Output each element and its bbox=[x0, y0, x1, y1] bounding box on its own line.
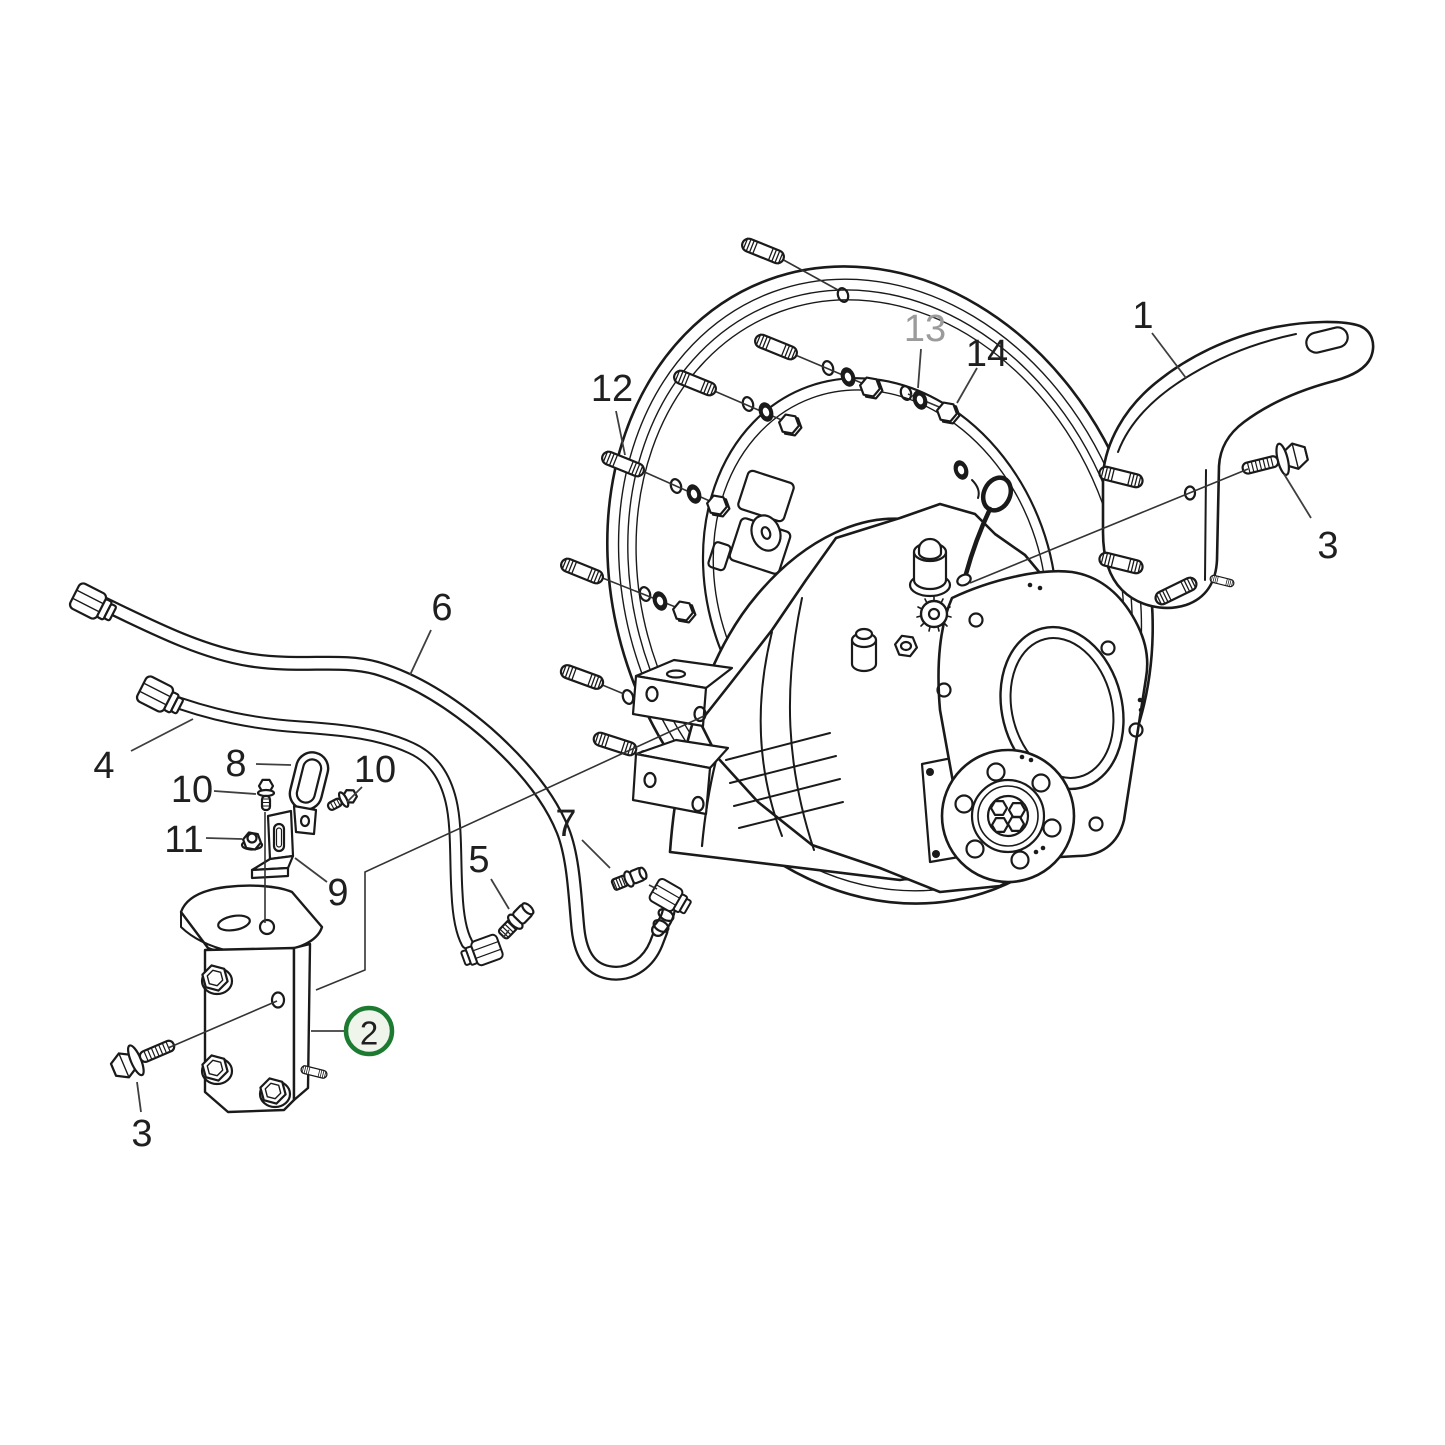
callout-7-leader bbox=[581, 839, 611, 869]
callout-3a[interactable]: 3 bbox=[1283, 473, 1339, 567]
callout-6-leader bbox=[409, 629, 432, 676]
fitting-5 bbox=[497, 902, 535, 940]
bracket-1 bbox=[1096, 320, 1375, 610]
callout-13[interactable]: 13 bbox=[904, 308, 946, 389]
callout-5-leader bbox=[490, 878, 510, 910]
callout-3a-label[interactable]: 3 bbox=[1317, 525, 1338, 567]
alignment-line bbox=[599, 683, 625, 695]
alignment-line bbox=[779, 257, 839, 291]
callout-14-label[interactable]: 14 bbox=[966, 333, 1008, 375]
callout-10a-label[interactable]: 10 bbox=[171, 769, 213, 811]
bracket-9 bbox=[250, 809, 295, 880]
callout-7[interactable]: 7 bbox=[555, 803, 611, 869]
callout-12[interactable]: 12 bbox=[591, 368, 633, 456]
plug-7 bbox=[610, 866, 648, 891]
callout-1-leader bbox=[1151, 332, 1187, 379]
hose-6-elbow-fitting bbox=[647, 876, 696, 937]
hose-6 bbox=[67, 580, 696, 981]
hose-4 bbox=[134, 673, 505, 972]
callout-6[interactable]: 6 bbox=[409, 587, 453, 676]
callout-3a-leader bbox=[1283, 473, 1312, 519]
highlight-circle bbox=[343, 1005, 395, 1057]
callout-9[interactable]: 9 bbox=[294, 857, 349, 914]
bracket-2 bbox=[179, 884, 329, 1114]
assembly-line bbox=[648, 884, 658, 890]
callout-1-label[interactable]: 1 bbox=[1132, 295, 1153, 337]
callout-6-label[interactable]: 6 bbox=[431, 587, 452, 629]
callout-7-label[interactable]: 7 bbox=[555, 803, 576, 845]
callout-10a-leader bbox=[213, 790, 257, 795]
callout-10b-leader bbox=[346, 786, 363, 803]
callout-2[interactable]: 2 bbox=[311, 1005, 395, 1057]
callout-5[interactable]: 5 bbox=[468, 839, 510, 910]
screw-10-left bbox=[256, 778, 276, 812]
callout-12-label[interactable]: 12 bbox=[591, 368, 633, 410]
bolt-3-lower bbox=[106, 1028, 181, 1086]
callout-4[interactable]: 4 bbox=[93, 718, 194, 787]
callout-10a[interactable]: 10 bbox=[171, 769, 257, 811]
callout-8-label[interactable]: 8 bbox=[225, 743, 246, 785]
callout-3b-label[interactable]: 3 bbox=[131, 1113, 152, 1155]
nut-11 bbox=[240, 831, 264, 851]
callout-8[interactable]: 8 bbox=[225, 743, 292, 785]
callout-10b-label[interactable]: 10 bbox=[354, 749, 396, 791]
callout-1[interactable]: 1 bbox=[1132, 295, 1187, 379]
callout-3b[interactable]: 3 bbox=[131, 1081, 153, 1155]
flange-washers-and-nuts bbox=[648, 364, 980, 624]
callout-4-leader bbox=[130, 718, 194, 752]
callout-14[interactable]: 14 bbox=[956, 333, 1008, 404]
callout-5-label[interactable]: 5 bbox=[468, 839, 489, 881]
assembly-line bbox=[969, 468, 1249, 584]
callout-11[interactable]: 11 bbox=[164, 819, 243, 861]
bolt-3-upper bbox=[1237, 436, 1312, 486]
callout-8-leader bbox=[255, 763, 292, 766]
assembly-axis-lines bbox=[167, 468, 1249, 1049]
callout-2-label[interactable]: 2 bbox=[360, 1015, 378, 1052]
oil-dipstick bbox=[956, 475, 1014, 587]
callout-9-leader bbox=[294, 857, 328, 883]
callout-13-leader bbox=[917, 348, 922, 389]
callout-11-label[interactable]: 11 bbox=[164, 819, 203, 861]
assembly-line bbox=[315, 715, 705, 991]
callout-10b[interactable]: 10 bbox=[346, 749, 396, 803]
callout-14-leader bbox=[956, 367, 978, 404]
callout-9-label[interactable]: 9 bbox=[327, 872, 348, 914]
callout-11-leader bbox=[205, 837, 243, 840]
assembly-line bbox=[167, 1000, 278, 1049]
mounting-lugs bbox=[631, 658, 734, 816]
callout-4-label[interactable]: 4 bbox=[93, 745, 114, 787]
assembly-line bbox=[502, 929, 510, 939]
callout-13-label[interactable]: 13 bbox=[904, 308, 946, 350]
output-flange bbox=[940, 748, 1076, 884]
case-plugs bbox=[850, 537, 952, 673]
nut-14 bbox=[935, 401, 961, 425]
clamp-clip-8 bbox=[288, 751, 330, 836]
callout-12-leader bbox=[615, 410, 626, 456]
callout-3b-leader bbox=[136, 1081, 142, 1113]
